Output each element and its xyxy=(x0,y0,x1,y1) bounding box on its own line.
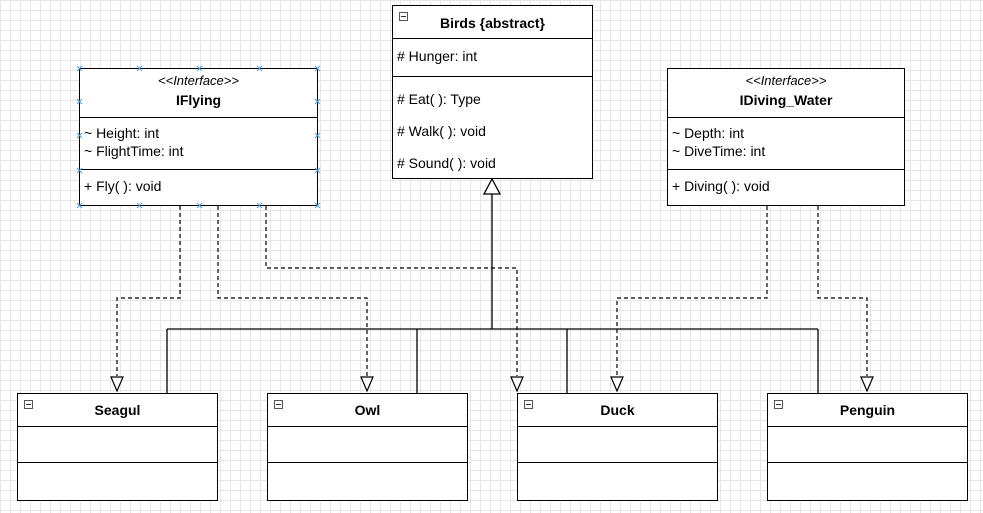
stereotype-label: <<Interface>> xyxy=(745,73,827,88)
class-duck[interactable]: Duck xyxy=(517,393,718,501)
realization-arrowhead-duck-right xyxy=(610,376,624,393)
resize-handle[interactable] xyxy=(136,202,143,209)
realization-arrowhead-duck-left xyxy=(510,376,524,393)
stereotype-label: <<Interface>> xyxy=(158,73,239,88)
class-seagul[interactable]: Seagul xyxy=(17,393,218,501)
class-name: Penguin xyxy=(839,402,896,418)
attribute: ~ FlightTime: int xyxy=(84,143,184,159)
methods-section xyxy=(268,462,467,500)
resize-handle[interactable] xyxy=(76,98,83,105)
realization-arrowhead-owl xyxy=(360,376,374,393)
realization-duck-idiving[interactable] xyxy=(616,206,768,376)
collapse-icon[interactable] xyxy=(774,400,783,409)
attributes-section xyxy=(518,426,717,463)
methods-section xyxy=(18,462,217,500)
realization-owl-iflying[interactable] xyxy=(217,206,368,376)
resize-handle[interactable] xyxy=(76,65,83,72)
method: # Sound( ): void xyxy=(397,155,496,171)
attributes-section: ~ Depth: int ~ DiveTime: int xyxy=(668,117,904,170)
interface-idiving-water[interactable]: <<Interface>> IDiving_Water ~ Depth: int… xyxy=(667,68,905,206)
attribute: # Hunger: int xyxy=(397,48,478,64)
class-name: Duck xyxy=(600,402,635,418)
methods-section: + Diving( ): void xyxy=(668,169,904,205)
methods-section xyxy=(768,462,967,500)
resize-handle[interactable] xyxy=(314,202,321,209)
attributes-section: ~ Height: int ~ FlightTime: int xyxy=(80,117,317,170)
attribute: ~ DiveTime: int xyxy=(672,143,766,159)
methods-section: # Eat( ): Type # Walk( ): void # Sound( … xyxy=(393,76,592,178)
attributes-section xyxy=(768,426,967,463)
generalization-arrowhead xyxy=(482,177,502,195)
methods-section xyxy=(518,462,717,500)
class-name: Owl xyxy=(354,402,381,418)
collapse-icon[interactable] xyxy=(274,400,283,409)
class-penguin[interactable]: Penguin xyxy=(767,393,968,501)
realization-arrowhead-penguin xyxy=(860,376,874,393)
resize-handle[interactable] xyxy=(314,167,321,174)
resize-handle[interactable] xyxy=(136,65,143,72)
class-owl[interactable]: Owl xyxy=(267,393,468,501)
realization-seagul-iflying[interactable] xyxy=(116,206,181,376)
resize-handle[interactable] xyxy=(76,132,83,139)
resize-handle[interactable] xyxy=(314,132,321,139)
resize-handle[interactable] xyxy=(196,202,203,209)
resize-handle[interactable] xyxy=(196,65,203,72)
method: # Walk( ): void xyxy=(397,123,486,139)
interface-name: IFlying xyxy=(175,92,222,108)
class-name: Birds {abstract} xyxy=(439,15,546,31)
methods-section: + Fly( ): void xyxy=(80,169,317,205)
attribute: ~ Height: int xyxy=(84,125,160,141)
collapse-icon[interactable] xyxy=(524,400,533,409)
resize-handle[interactable] xyxy=(314,98,321,105)
resize-handle[interactable] xyxy=(76,167,83,174)
class-birds[interactable]: Birds {abstract} # Hunger: int # Eat( ):… xyxy=(392,5,593,179)
method: # Eat( ): Type xyxy=(397,91,481,107)
realization-penguin-idiving[interactable] xyxy=(817,206,868,376)
collapse-icon[interactable] xyxy=(399,12,408,21)
interface-name: IDiving_Water xyxy=(739,92,833,108)
realization-arrowhead-seagul xyxy=(110,376,124,393)
attributes-section: # Hunger: int xyxy=(393,38,592,77)
collapse-icon[interactable] xyxy=(24,400,33,409)
method: + Fly( ): void xyxy=(84,178,162,194)
attributes-section xyxy=(268,426,467,463)
resize-handle[interactable] xyxy=(314,65,321,72)
resize-handle[interactable] xyxy=(256,65,263,72)
class-name: Seagul xyxy=(94,402,141,418)
interface-iflying[interactable]: <<Interface>> IFlying ~ Height: int ~ Fl… xyxy=(79,68,318,206)
attributes-section xyxy=(18,426,217,463)
method: + Diving( ): void xyxy=(672,178,770,194)
attribute: ~ Depth: int xyxy=(672,125,744,141)
realization-duck-iflying[interactable] xyxy=(265,206,518,376)
resize-handle[interactable] xyxy=(256,202,263,209)
resize-handle[interactable] xyxy=(76,202,83,209)
